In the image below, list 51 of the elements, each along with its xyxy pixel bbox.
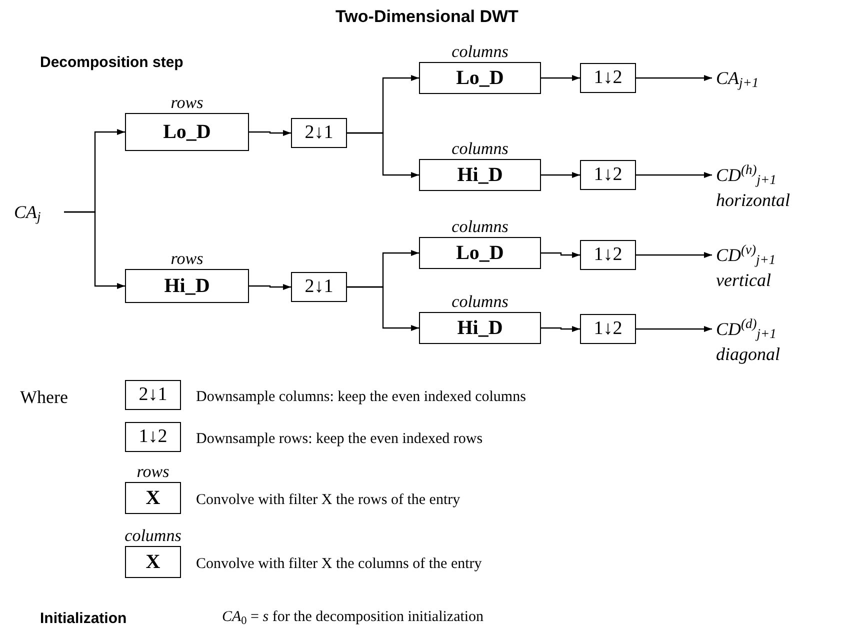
downsample-box: 2↓1 [125, 380, 181, 410]
arrow [541, 75, 580, 81]
filter-direction-label: columns [452, 292, 508, 312]
legend-description: Convolve with filter X the rows of the entry [196, 491, 460, 510]
filter-box: Hi_D [125, 269, 249, 303]
legend-description: Downsample columns: keep the even indexed columns [196, 388, 526, 407]
arrow [64, 211, 125, 289]
legend-description: Downsample rows: keep the even indexed rows [196, 430, 483, 449]
filter-box: Hi_D [419, 312, 541, 344]
arrow [249, 130, 291, 136]
filter-box: X [125, 546, 181, 578]
filter-direction-label: rows [136, 462, 170, 482]
downsample-box: 1↓2 [580, 63, 636, 93]
output-symbol: CA$_{j}$ [14, 201, 41, 226]
output-description: diagonal [716, 343, 780, 365]
arrow [347, 132, 419, 178]
arrow [541, 172, 580, 178]
filter-direction-label: columns [452, 139, 508, 159]
arrow [636, 252, 712, 258]
section-heading: Decomposition step [40, 53, 184, 73]
filter-direction-label: rows [170, 93, 204, 113]
arrow [541, 326, 580, 332]
arrow [636, 172, 712, 178]
filter-box: Hi_D [419, 159, 541, 191]
filter-direction-label: columns [452, 217, 508, 237]
output-description: vertical [716, 269, 771, 291]
diagram-title: Two-Dimensional DWT [334, 6, 520, 28]
section-heading: Initialization [40, 609, 127, 629]
filter-direction-label: columns [452, 42, 508, 62]
filter-box: Lo_D [419, 237, 541, 269]
arrow [541, 252, 580, 258]
downsample-box: 1↓2 [125, 422, 181, 452]
downsample-box: 1↓2 [580, 160, 636, 190]
filter-direction-label: rows [170, 249, 204, 269]
arrow [636, 326, 712, 332]
downsample-box: 1↓2 [580, 314, 636, 344]
downsample-box: 1↓2 [580, 240, 636, 270]
downsample-box: 2↓1 [291, 272, 347, 302]
where-label: Where [20, 386, 68, 409]
arrow [249, 284, 291, 290]
initialization-note: CA$_{0}$ = s for the decomposition initialization [222, 608, 484, 628]
filter-box: Lo_D [419, 62, 541, 94]
output-description: horizontal [716, 189, 790, 211]
legend-description: Convolve with filter X the columns of the entry [196, 555, 482, 574]
output-symbol: CA$_{j+1}$ [716, 67, 759, 92]
filter-box: X [125, 482, 181, 514]
filter-box: Lo_D [125, 113, 249, 151]
downsample-box: 2↓1 [291, 118, 347, 148]
filter-direction-label: columns [124, 526, 182, 546]
arrow [347, 286, 419, 331]
arrow [636, 75, 712, 81]
